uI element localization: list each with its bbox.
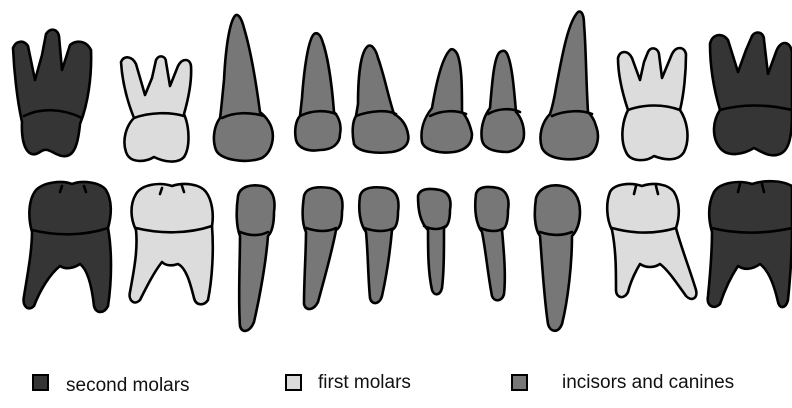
lower-left-first-molar <box>130 184 213 304</box>
upper-left-second-molar <box>13 30 91 156</box>
upper-right-first-molar <box>618 48 687 160</box>
dental-diagram <box>0 0 792 360</box>
lower-right-first-molar <box>607 184 696 299</box>
lower-left-incisor-2 <box>359 187 398 303</box>
lower-left-canine <box>237 185 275 331</box>
incisors-and-canines-label: incisors and canines <box>562 372 734 394</box>
lower-left-second-molar <box>24 182 111 312</box>
second-molars-label: second molars <box>66 375 190 397</box>
lower-right-canine <box>535 185 580 330</box>
upper-left-canine <box>214 15 273 161</box>
lower-right-incisor-2 <box>418 189 451 294</box>
lower-right-incisor-1 <box>475 187 508 300</box>
upper-right-second-molar <box>710 33 792 156</box>
upper-right-incisor-2 <box>421 49 472 152</box>
upper-right-incisor-1 <box>481 51 524 152</box>
first-molars-label: first molars <box>318 372 411 394</box>
lower-left-incisor-1 <box>303 187 343 309</box>
incisors-and-canines-swatch <box>511 374 528 391</box>
upper-right-canine <box>540 12 598 160</box>
legend: second molars first molars incisors and … <box>0 362 792 402</box>
upper-left-incisor-2 <box>353 46 409 153</box>
upper-left-first-molar <box>121 56 191 161</box>
second-molars-swatch <box>32 374 49 391</box>
first-molars-swatch <box>285 374 302 391</box>
lower-right-second-molar <box>708 181 792 307</box>
upper-left-incisor-1 <box>295 33 340 150</box>
